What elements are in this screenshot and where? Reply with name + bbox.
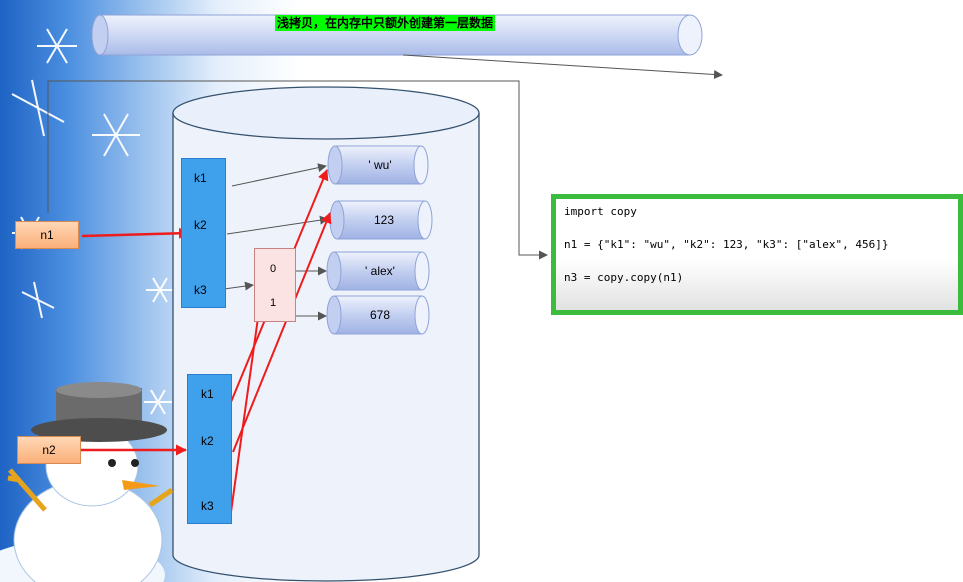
value-wu: ' wu'	[368, 158, 392, 172]
code-line-import: import copy	[564, 205, 637, 218]
value-cylinder-wu	[327, 145, 429, 185]
value-123: 123	[373, 213, 395, 227]
memory-cylinder	[172, 86, 480, 582]
diagram-title: 浅拷贝，在内存中只额外创建第一层数据	[275, 15, 496, 31]
inner-list	[254, 248, 296, 322]
code-line-assign-n1: n1 = {"k1": "wu", "k2": 123, "k3": ["ale…	[564, 238, 889, 251]
arrow-k3-to-list	[223, 281, 254, 291]
variable-n2: n2	[17, 436, 81, 464]
code-block: import copy n1 = {"k1": "wu", "k2": 123,…	[556, 199, 958, 310]
code-line-copy: n3 = copy.copy(n1)	[564, 271, 684, 284]
snowman-decoration	[0, 382, 174, 582]
copy-key-k3: k3	[201, 499, 214, 513]
list-index-1: 1	[270, 297, 277, 309]
copy-key-k1: k1	[201, 387, 214, 401]
value-cylinder-123	[329, 200, 433, 240]
dict-key-k3: k3	[194, 283, 207, 297]
code-panel: import copy n1 = {"k1": "wu", "k2": 123,…	[551, 194, 963, 315]
dict-key-k1: k1	[194, 171, 207, 185]
variable-n1: n1	[15, 221, 79, 249]
dict-key-k2: k2	[194, 218, 207, 232]
arrow-copy-k3-to-list	[230, 288, 267, 513]
dict-key-column	[181, 158, 226, 308]
value-678: 678	[369, 308, 391, 322]
copy-key-k2: k2	[201, 434, 214, 448]
list-index-0: 0	[270, 263, 277, 275]
arrow-n1-to-dict	[81, 227, 190, 239]
arrow-copy-k2-to-123	[232, 212, 332, 453]
copy-key-column	[187, 374, 232, 524]
value-alex: ' alex'	[365, 264, 395, 278]
connector-n1-to-code	[47, 80, 548, 260]
arrow-k1-to-wu	[231, 163, 327, 187]
arrow-k2-to-123	[226, 215, 329, 235]
title-pointer-arrow	[402, 54, 723, 79]
value-cylinder-alex	[326, 251, 430, 291]
value-cylinder-678	[326, 295, 430, 335]
